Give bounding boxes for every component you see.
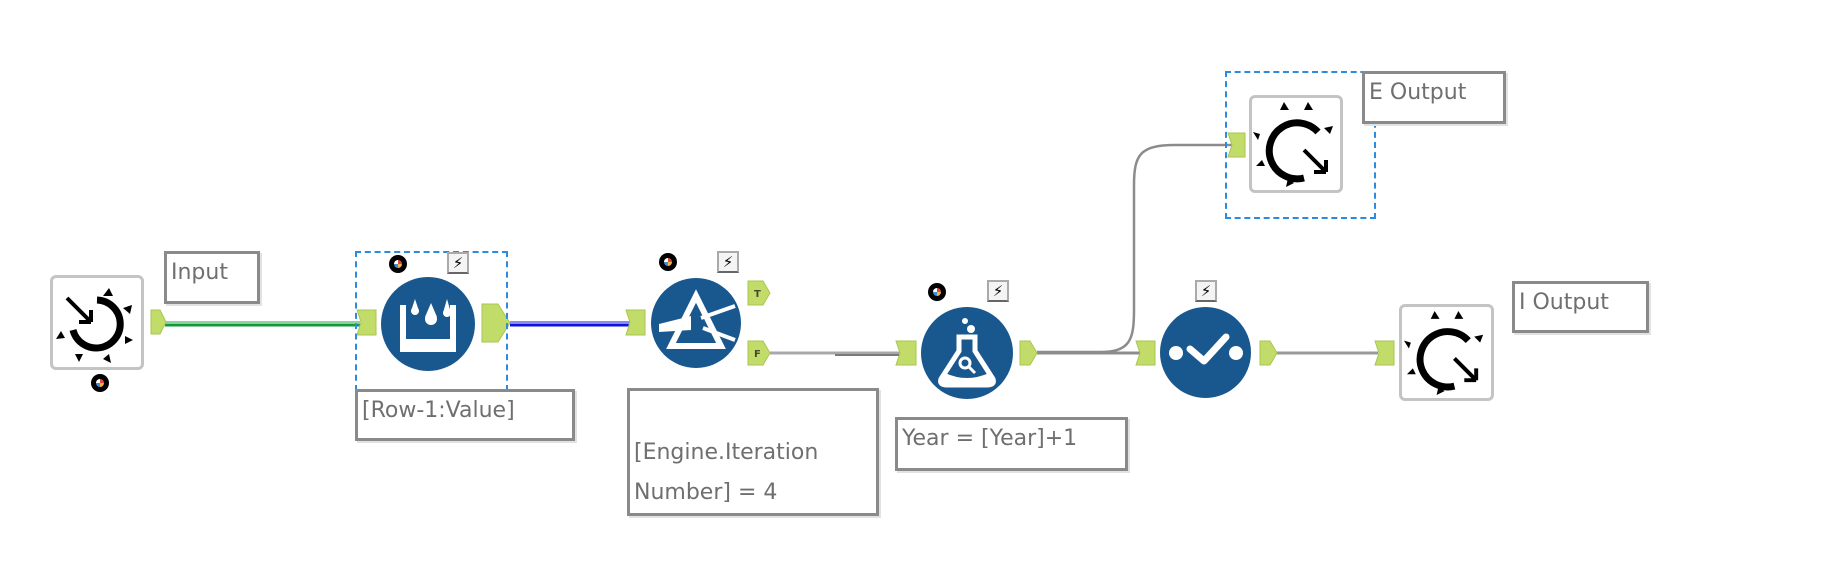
macro-input-tool[interactable] bbox=[50, 275, 144, 370]
annotation-text: [Engine.Iteration Number] = 4 bbox=[634, 440, 819, 505]
connection-multirow-to-filter[interactable] bbox=[510, 321, 637, 327]
true-output-anchor[interactable]: T bbox=[747, 280, 771, 306]
output-anchor[interactable] bbox=[1259, 340, 1278, 366]
macro-output-gear-icon bbox=[1403, 310, 1484, 396]
tool-label-i-output: I Output bbox=[1512, 281, 1649, 333]
filter-tool[interactable] bbox=[651, 278, 741, 368]
cache-indicator-icon bbox=[91, 374, 109, 392]
tool-label-text: Input bbox=[171, 260, 228, 285]
formula-tool[interactable] bbox=[921, 307, 1013, 399]
macro-input-gear-icon bbox=[56, 288, 133, 363]
false-output-anchor[interactable]: F bbox=[747, 340, 771, 366]
output-anchor[interactable] bbox=[481, 303, 511, 343]
input-anchor[interactable] bbox=[1135, 340, 1156, 366]
test-check-icon bbox=[1169, 333, 1243, 365]
input-anchor[interactable] bbox=[625, 309, 646, 336]
tool-annotation-filter: [Engine.Iteration Number] = 4 bbox=[627, 388, 879, 516]
macro-output-i-tool[interactable] bbox=[1399, 304, 1494, 401]
output-anchor[interactable] bbox=[150, 309, 167, 335]
lightning-icon: ⚡ bbox=[1195, 280, 1217, 302]
connection-formula-to-e-output[interactable] bbox=[1037, 143, 1235, 354]
macro-output-gear-icon bbox=[1253, 102, 1333, 187]
tool-label-input: Input bbox=[164, 251, 260, 304]
tool-annotation-formula: Year = [Year]+1 bbox=[895, 417, 1128, 471]
false-anchor-letter: F bbox=[754, 349, 761, 360]
annotation-text: [Row-1:Value] bbox=[362, 398, 515, 423]
lightning-icon: ⚡ bbox=[717, 251, 739, 273]
filter-prism-icon bbox=[659, 289, 736, 349]
input-anchor[interactable] bbox=[1227, 132, 1246, 158]
cache-indicator-icon bbox=[659, 253, 677, 271]
selection-outline bbox=[1225, 71, 1376, 219]
cache-indicator-icon bbox=[928, 283, 946, 301]
output-anchor[interactable] bbox=[1019, 340, 1038, 366]
formula-flask-icon bbox=[938, 318, 996, 388]
connection-input-to-multirow[interactable] bbox=[165, 321, 360, 327]
tool-label-text: E Output bbox=[1369, 80, 1467, 105]
tool-label-text: I Output bbox=[1519, 290, 1609, 315]
lightning-icon: ⚡ bbox=[987, 280, 1009, 302]
macro-output-e-tool[interactable] bbox=[1249, 95, 1343, 193]
true-anchor-letter: T bbox=[754, 289, 761, 300]
input-anchor[interactable] bbox=[356, 309, 377, 336]
test-tool[interactable] bbox=[1160, 307, 1251, 398]
cache-indicator-icon bbox=[389, 255, 407, 273]
tool-label-e-output: E Output bbox=[1362, 71, 1506, 124]
lightning-icon: ⚡ bbox=[447, 252, 469, 274]
connection-filter-false-to-formula[interactable] bbox=[770, 351, 900, 356]
annotation-text: Year = [Year]+1 bbox=[902, 426, 1078, 451]
multi-row-formula-icon bbox=[400, 299, 456, 352]
input-anchor[interactable] bbox=[1374, 340, 1395, 366]
tool-annotation-multi-row: [Row-1:Value] bbox=[355, 389, 575, 441]
input-anchor[interactable] bbox=[895, 340, 917, 366]
multi-row-formula-tool[interactable] bbox=[381, 277, 475, 371]
